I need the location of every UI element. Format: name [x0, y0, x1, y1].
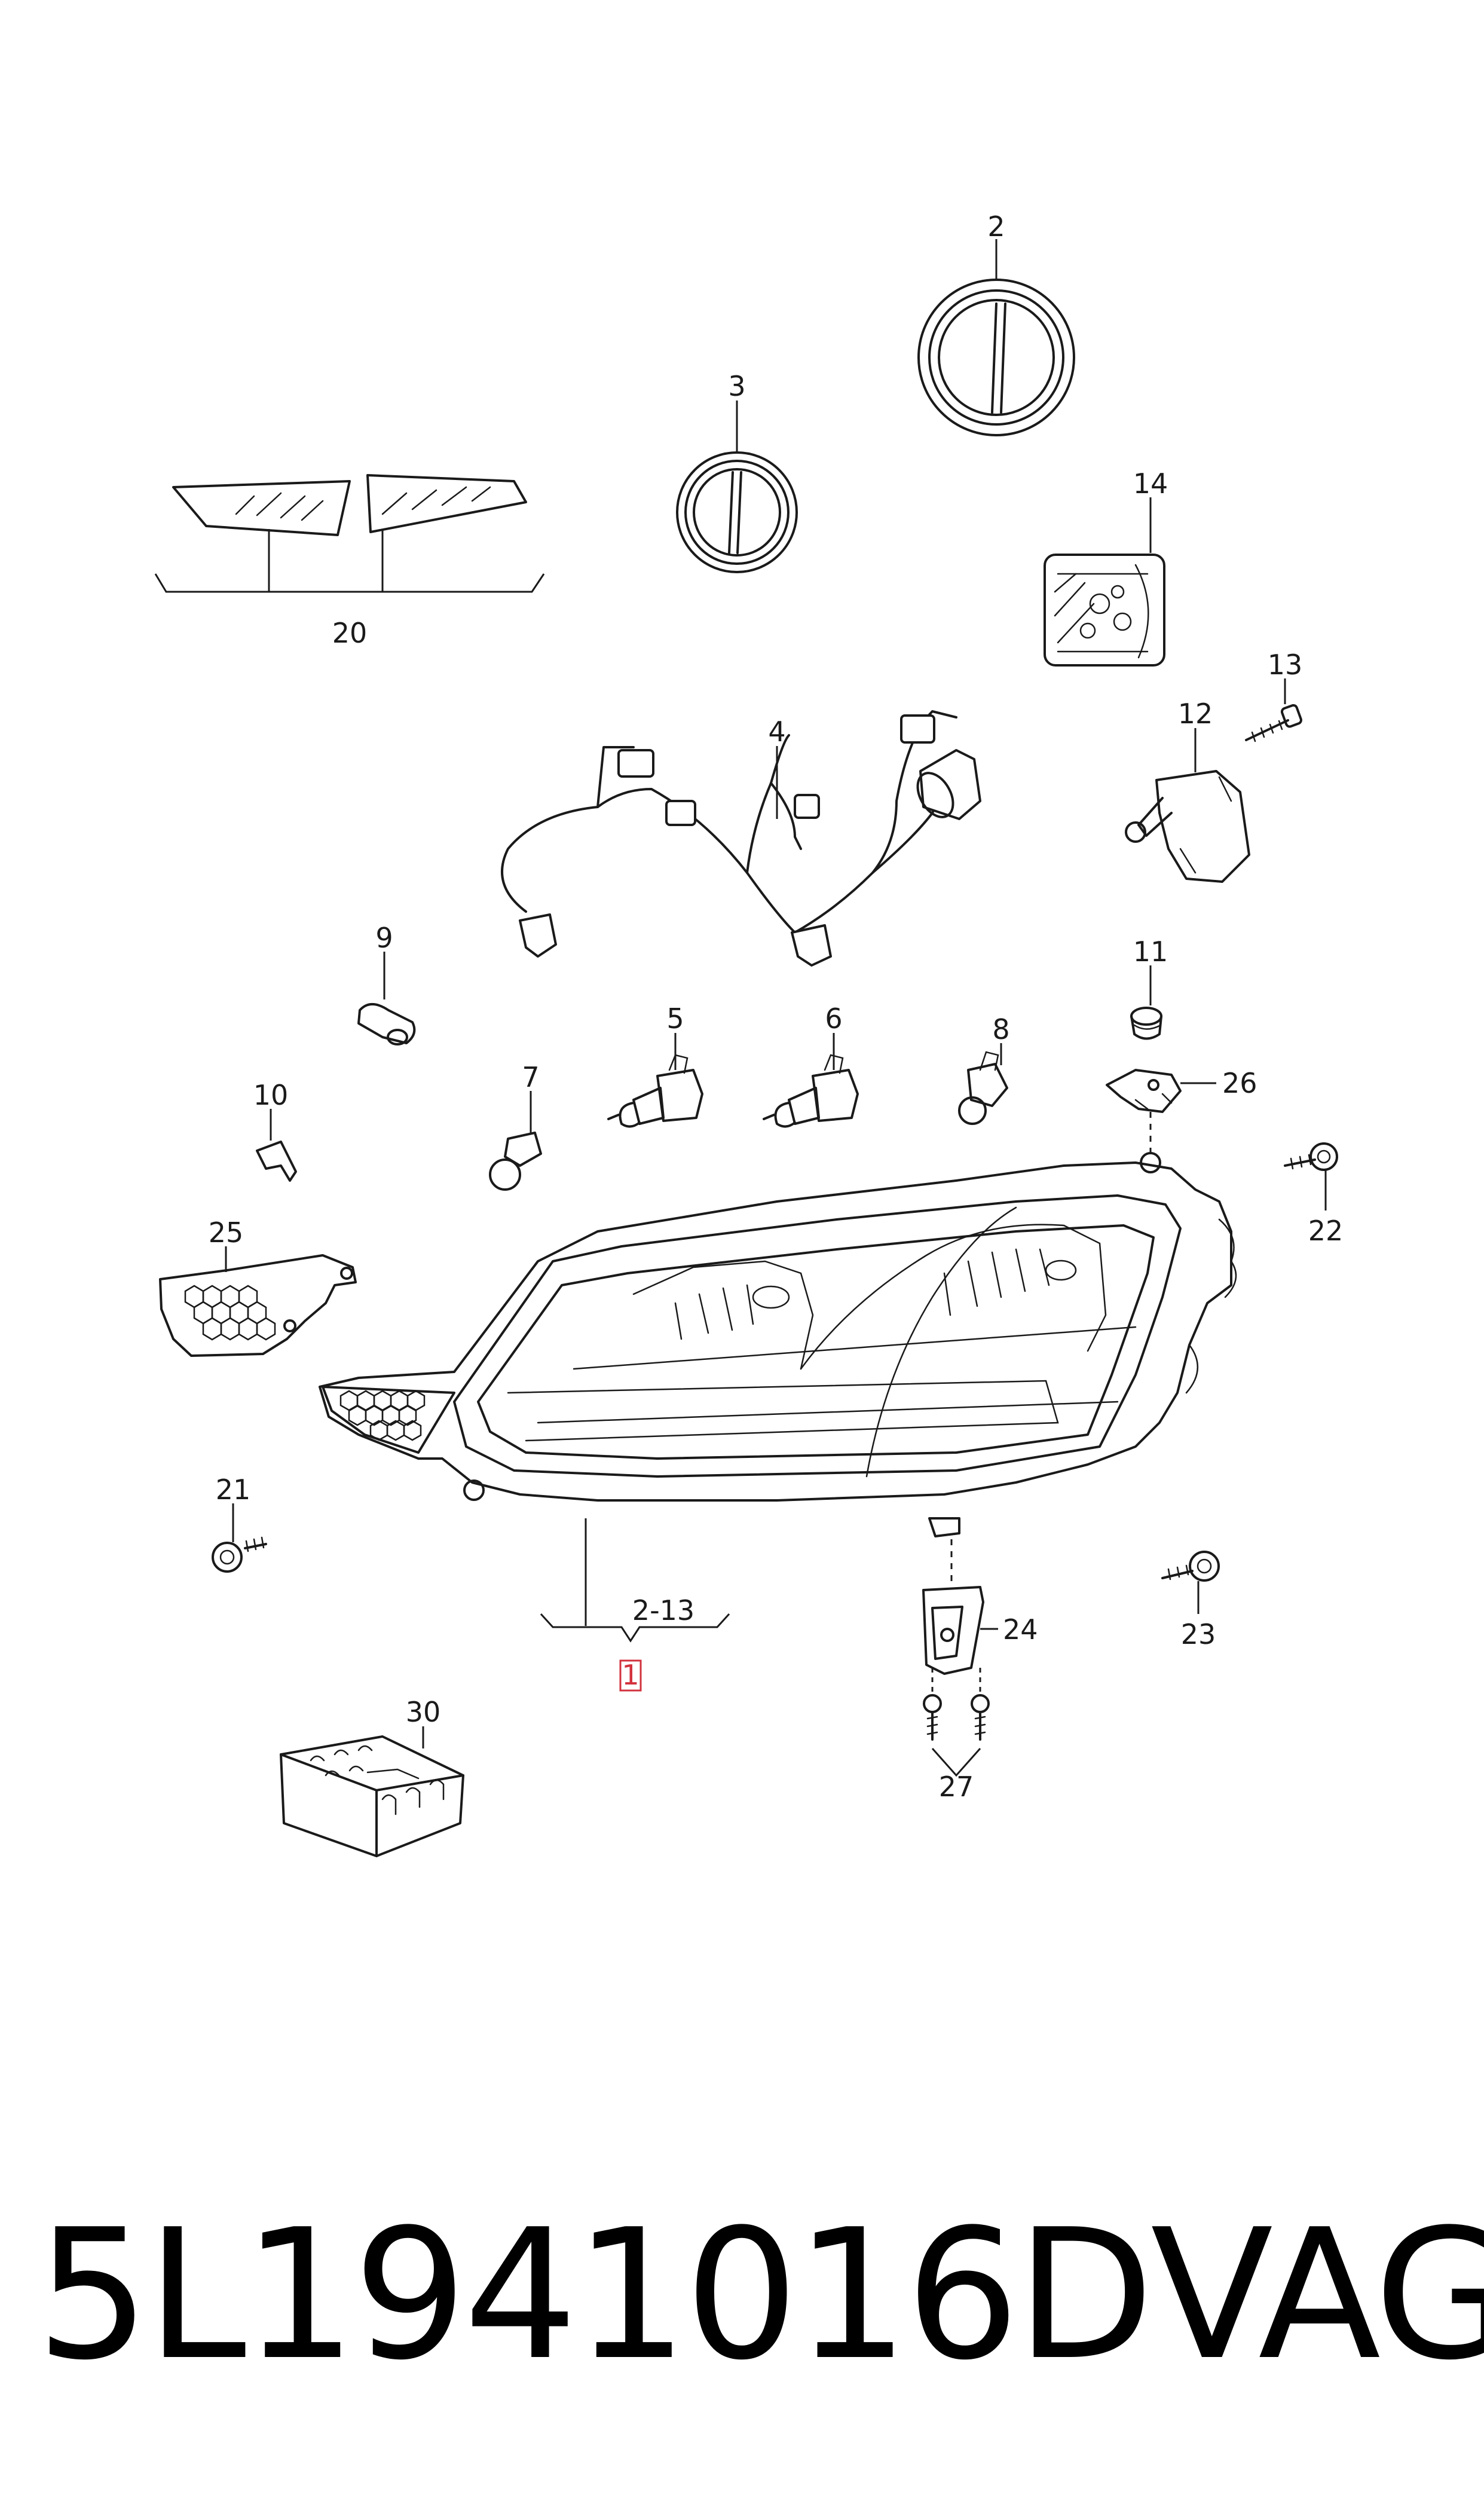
callout-10[interactable]: 10 [253, 1079, 289, 1111]
callout-7[interactable]: 7 [522, 1061, 539, 1093]
callout-1[interactable]: 1 [622, 1659, 639, 1691]
callout-25[interactable]: 25 [209, 1216, 244, 1249]
part-5-halogen-bulb [607, 1054, 703, 1128]
callout-8[interactable]: 8 [992, 1013, 1009, 1045]
part-9-rubber-plug [357, 1003, 416, 1045]
callout-6[interactable]: 6 [825, 1002, 842, 1035]
part-26-mounting-bracket [1106, 1069, 1182, 1113]
callout-3[interactable]: 3 [728, 370, 745, 402]
callout-13[interactable]: 13 [1268, 649, 1303, 681]
callout-12[interactable]: 12 [1178, 698, 1213, 730]
part-22-bolt [1284, 1142, 1338, 1171]
part-3-round-cap [676, 451, 798, 573]
part-8-signal-bulb [958, 1051, 1008, 1125]
part-2-round-cap [917, 279, 1075, 436]
callout-21[interactable]: 21 [216, 1473, 251, 1506]
callout-22[interactable]: 22 [1308, 1215, 1344, 1247]
bracket-2-13 [540, 1613, 730, 1643]
callout-20[interactable]: 20 [332, 617, 368, 649]
callout-2[interactable]: 2 [987, 210, 1005, 243]
part-27-screws [923, 1668, 990, 1741]
callout-5[interactable]: 5 [666, 1002, 684, 1035]
part-1-headlight-assembly [319, 1152, 1237, 1537]
bracket-27 [931, 1748, 981, 1777]
part-11-grommet [1130, 1007, 1162, 1040]
part-4-wiring-harness [501, 710, 981, 967]
callout-24[interactable]: 24 [1003, 1613, 1038, 1646]
callout-14[interactable]: 14 [1133, 467, 1168, 500]
part-number-label: 5L1941016D [36, 2191, 1154, 2399]
part-14-control-module [1044, 554, 1165, 667]
part-10-clip [256, 1141, 297, 1182]
callout-11[interactable]: 11 [1133, 936, 1168, 968]
brand-label: VAG [1151, 2191, 1484, 2399]
callout-30[interactable]: 30 [406, 1696, 441, 1728]
callout-26[interactable]: 26 [1222, 1067, 1257, 1099]
callout-9[interactable]: 9 [375, 922, 393, 954]
part-6-halogen-bulb [763, 1054, 859, 1128]
part-13-screw [1245, 704, 1302, 742]
part-12-adjuster-motor [1125, 770, 1250, 883]
callout-23[interactable]: 23 [1181, 1618, 1216, 1650]
part-7-side-bulb [489, 1132, 542, 1191]
highlight-box-1 [619, 1659, 642, 1692]
bracket-20 [154, 573, 545, 593]
callout-27[interactable]: 27 [939, 1771, 974, 1803]
part-30-repair-kit [280, 1735, 464, 1857]
callout-range-2-13[interactable]: 2-13 [632, 1594, 694, 1627]
callout-4[interactable]: 4 [768, 716, 785, 748]
part-20-protective-film [172, 474, 527, 536]
part-21-bolt [212, 1536, 267, 1573]
part-25-honeycomb-grille [159, 1254, 357, 1357]
part-number-footer: 5L1941016D VAG [36, 2170, 1484, 2421]
part-24-repair-bracket [922, 1586, 984, 1675]
part-23-bolt [1161, 1551, 1220, 1582]
